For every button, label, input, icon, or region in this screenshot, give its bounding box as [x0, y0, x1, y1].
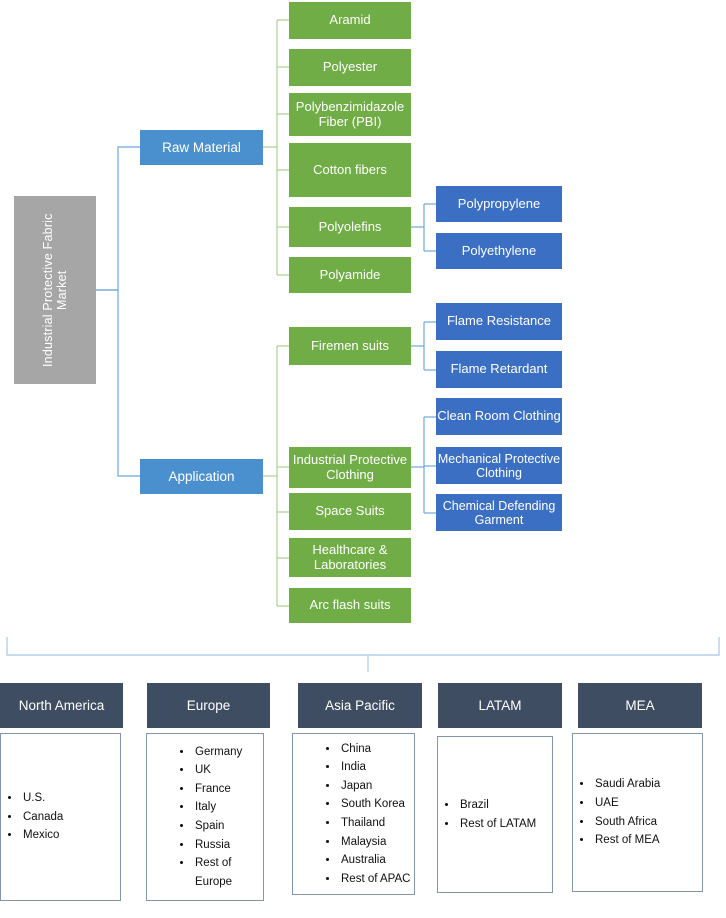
- list-item: UK: [193, 761, 263, 780]
- raw-material-child-polyolefins[interactable]: Polyolefins: [289, 207, 411, 247]
- node-label: Firemen suits: [310, 337, 390, 353]
- region-name: North America: [18, 698, 105, 713]
- node-label: Polyamide: [319, 266, 381, 282]
- category-label: Application: [168, 468, 235, 484]
- node-label: Polybenzimidazole Fiber (PBI): [295, 98, 405, 129]
- list-item: Brazil: [458, 796, 536, 815]
- region-list-asia-pacific: China India Japan South Korea Thailand M…: [292, 733, 415, 895]
- region-items: Brazil Rest of LATAM: [438, 796, 536, 833]
- region-name: Europe: [186, 698, 231, 713]
- list-item: Mexico: [21, 826, 63, 845]
- list-item: South Korea: [339, 795, 410, 814]
- region-header-asia-pacific[interactable]: Asia Pacific: [298, 683, 422, 728]
- list-item: Italy: [193, 798, 263, 817]
- root-node: Industrial Protective Fabric Market: [14, 196, 96, 384]
- list-item: Saudi Arabia: [593, 775, 660, 794]
- region-items: Germany UK France Italy Spain Russia Res…: [147, 743, 263, 892]
- application-child-arc-flash-suits[interactable]: Arc flash suits: [289, 588, 411, 623]
- list-item: France: [193, 780, 263, 799]
- ipc-child-clean-room-clothing[interactable]: Clean Room Clothing: [436, 398, 562, 435]
- list-item: Malaysia: [339, 833, 410, 852]
- raw-material-child-polyamide[interactable]: Polyamide: [289, 257, 411, 293]
- node-label: Industrial Protective Clothing: [292, 451, 408, 482]
- raw-material-child-polyester[interactable]: Polyester: [289, 49, 411, 86]
- polyolefins-child-polypropylene[interactable]: Polypropylene: [436, 186, 562, 222]
- list-item: South Africa: [593, 813, 660, 832]
- list-item: Australia: [339, 851, 410, 870]
- list-item: Rest of APAC: [339, 870, 410, 889]
- node-label: Chemical Defending Garment: [442, 498, 556, 527]
- list-item: Rest of LATAM: [458, 815, 536, 834]
- application-child-firemen-suits[interactable]: Firemen suits: [289, 327, 411, 365]
- node-label: Cotton fibers: [313, 161, 387, 177]
- node-label: Polypropylene: [457, 195, 541, 211]
- raw-material-child-aramid[interactable]: Aramid: [289, 2, 411, 39]
- category-label: Raw Material: [162, 139, 241, 155]
- list-item: Rest of Europe: [193, 854, 263, 891]
- region-header-mea[interactable]: MEA: [578, 683, 702, 728]
- list-item: Rest of MEA: [593, 831, 660, 850]
- list-item: China: [339, 740, 410, 759]
- node-label: Mechanical Protective Clothing: [437, 451, 561, 480]
- region-name: LATAM: [478, 698, 522, 713]
- category-node-application[interactable]: Application: [140, 459, 263, 494]
- list-item: Thailand: [339, 814, 410, 833]
- application-child-industrial-protective-clothing[interactable]: Industrial Protective Clothing: [289, 447, 411, 488]
- ipc-child-mechanical-protective-clothing[interactable]: Mechanical Protective Clothing: [436, 447, 562, 484]
- firemen-child-flame-resistance[interactable]: Flame Resistance: [436, 303, 562, 340]
- raw-material-child-pbi[interactable]: Polybenzimidazole Fiber (PBI): [289, 93, 411, 136]
- node-label: Healthcare & Laboratories: [312, 541, 388, 572]
- root-node-label: Industrial Protective Fabric Market: [41, 213, 69, 367]
- region-header-north-america[interactable]: North America: [0, 683, 123, 728]
- list-item: India: [339, 758, 410, 777]
- list-item: Japan: [339, 777, 410, 796]
- raw-material-child-cotton-fibers[interactable]: Cotton fibers: [289, 143, 411, 197]
- region-header-europe[interactable]: Europe: [147, 683, 270, 728]
- list-item: Canada: [21, 808, 63, 827]
- node-label: Flame Retardant: [450, 361, 548, 377]
- region-items: China India Japan South Korea Thailand M…: [293, 740, 410, 889]
- list-item: Spain: [193, 817, 263, 836]
- firemen-child-flame-retardant[interactable]: Flame Retardant: [436, 351, 562, 388]
- category-node-raw-material[interactable]: Raw Material: [140, 130, 263, 165]
- region-items: Saudi Arabia UAE South Africa Rest of ME…: [573, 775, 660, 850]
- node-label: Polyester: [322, 59, 378, 75]
- node-label: Arc flash suits: [309, 597, 391, 613]
- node-label: Polyethylene: [461, 242, 537, 258]
- region-name: MEA: [625, 698, 655, 713]
- list-item: Russia: [193, 836, 263, 855]
- node-label: Aramid: [329, 12, 371, 28]
- application-child-healthcare-laboratories[interactable]: Healthcare & Laboratories: [289, 538, 411, 577]
- region-header-latam[interactable]: LATAM: [438, 683, 562, 728]
- ipc-child-chemical-defending-garment[interactable]: Chemical Defending Garment: [436, 494, 562, 531]
- region-list-latam: Brazil Rest of LATAM: [437, 736, 553, 893]
- region-list-europe: Germany UK France Italy Spain Russia Res…: [146, 733, 264, 901]
- region-items: U.S. Canada Mexico: [1, 789, 63, 845]
- region-list-north-america: U.S. Canada Mexico: [0, 733, 121, 901]
- list-item: Germany: [193, 743, 263, 762]
- node-label: Space Suits: [315, 503, 385, 519]
- list-item: U.S.: [21, 789, 63, 808]
- node-label: Flame Resistance: [446, 313, 552, 329]
- region-list-mea: Saudi Arabia UAE South Africa Rest of ME…: [572, 733, 703, 892]
- list-item: UAE: [593, 794, 660, 813]
- node-label: Clean Room Clothing: [437, 408, 561, 424]
- application-child-space-suits[interactable]: Space Suits: [289, 493, 411, 530]
- region-name: Asia Pacific: [325, 698, 395, 713]
- node-label: Polyolefins: [318, 218, 382, 234]
- polyolefins-child-polyethylene[interactable]: Polyethylene: [436, 233, 562, 269]
